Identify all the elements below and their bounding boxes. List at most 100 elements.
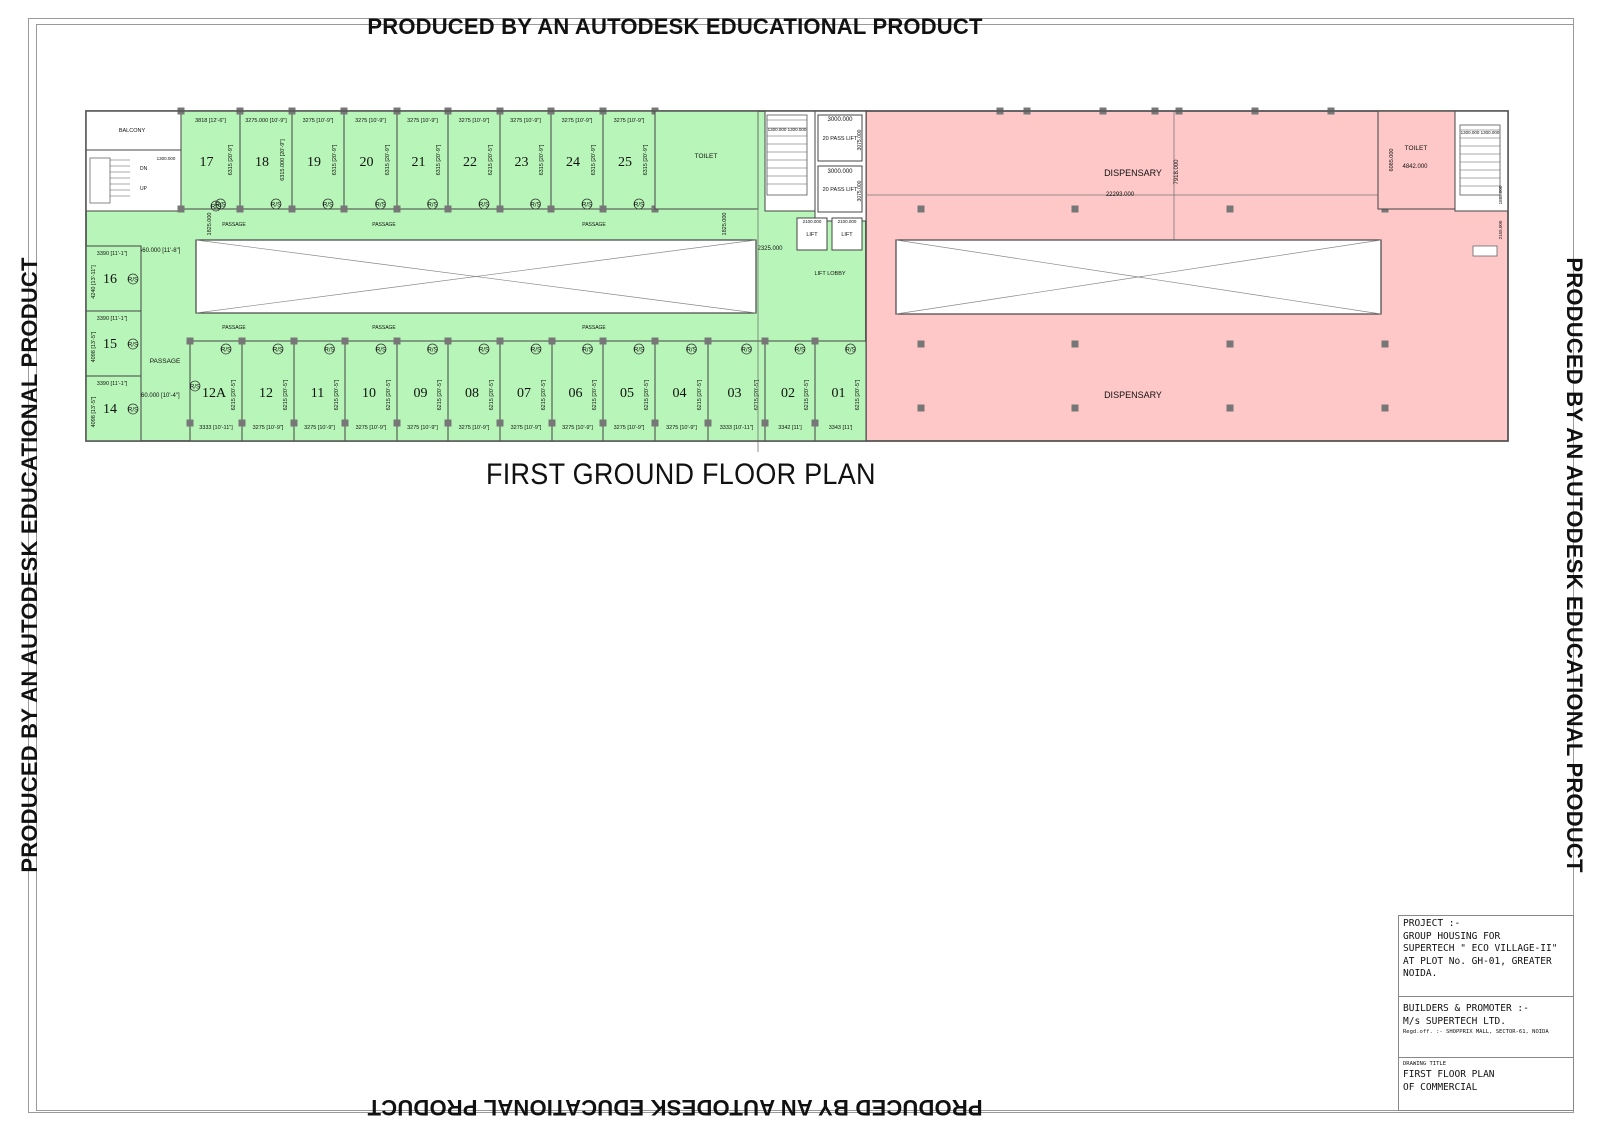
shop-width-dim: 3333 [10'-11"] <box>199 425 233 431</box>
column <box>236 205 244 213</box>
rs-marker <box>582 343 593 355</box>
passage-dim: 3560.000 [11'-8"] <box>136 248 181 254</box>
rs-label: R/S <box>215 203 225 209</box>
column <box>393 419 401 427</box>
rs-marker <box>127 273 139 285</box>
shop-number: 09 <box>414 386 428 401</box>
column <box>917 205 925 213</box>
dispensary-dim: 7918.000 <box>1174 159 1180 185</box>
shop-width-dim: 3275 [10'-9"] <box>510 118 541 124</box>
shop-number: 12A <box>202 386 227 401</box>
shop-depth-dim: 6215 [20'-5"] <box>283 379 289 410</box>
rs-marker <box>270 198 282 210</box>
shop-number: 23 <box>515 155 529 170</box>
stair-dim: 1300.000 <box>157 156 176 161</box>
shop-width-dim: 3275 [10'-9"] <box>304 425 335 431</box>
rs-label: R/S <box>273 348 283 354</box>
shop-bottom <box>764 340 816 442</box>
rs-label: R/S <box>211 205 221 211</box>
column <box>444 205 452 213</box>
rs-label: R/S <box>128 278 138 284</box>
column <box>599 337 607 345</box>
shop-depth-dim: 6215 [20'-5"] <box>697 379 703 410</box>
toilet-right-label: TOILET <box>1405 145 1428 152</box>
rs-marker <box>686 343 697 355</box>
shop-width-dim: 3275 [10'-9"] <box>356 425 387 431</box>
title-block-project: PROJECT :- GROUP HOUSING FOR SUPERTECH "… <box>1399 916 1573 997</box>
pass-lift-1 <box>817 114 863 162</box>
lobby-dim: 2325.000 <box>757 246 783 252</box>
pass-lift-2 <box>817 165 863 213</box>
drawing-title-label: DRAWING TITLE <box>1403 1061 1447 1067</box>
shop-left <box>85 375 142 442</box>
shop-number: 20 <box>360 155 374 170</box>
shop-width-dim: 3275 [10'-9"] <box>355 118 386 124</box>
lift-dim: 3075.000 <box>857 180 863 201</box>
rs-label: R/S <box>323 203 333 209</box>
shop-width-dim: 3275 [10'-9"] <box>562 118 593 124</box>
column <box>238 337 246 345</box>
shop-number: 22 <box>463 155 477 170</box>
drawing-title-line: OF COMMERCIAL <box>1403 1081 1478 1093</box>
rs-marker <box>427 343 438 355</box>
shop-depth-dim: 6215 [20'-5"] <box>592 379 598 410</box>
rs-label: R/S <box>190 385 200 391</box>
column <box>444 337 452 345</box>
rs-marker <box>530 343 542 355</box>
shop-top <box>396 110 449 210</box>
shop-width-dim: 3275 [10'-9"] <box>253 425 284 431</box>
rs-marker <box>478 198 490 210</box>
column <box>548 337 556 345</box>
column <box>177 205 185 213</box>
shop-top <box>447 110 501 210</box>
rs-marker <box>794 343 806 355</box>
column <box>1071 340 1079 348</box>
lift-label: LIFT <box>841 232 853 238</box>
shop-bottom <box>293 340 346 442</box>
builder-name: M/s SUPERTECH LTD. <box>1403 1015 1506 1027</box>
shop-width-dim: 3275.000 [10'-9"] <box>245 118 287 124</box>
rs-label: R/S <box>634 348 644 354</box>
passage-label: PASSAGE <box>372 325 396 331</box>
builder-label: BUILDERS & PROMOTER :- <box>1403 1003 1529 1014</box>
shop-depth-dim: 6215 [20'-5"] <box>386 379 392 410</box>
column <box>761 337 769 345</box>
project-line: SUPERTECH " ECO VILLAGE-II" <box>1403 943 1558 954</box>
column <box>186 419 194 427</box>
shop-width-dim: 3275 [10'-9"] <box>666 425 697 431</box>
rs-label: R/S <box>479 203 489 209</box>
column <box>496 337 504 345</box>
shop-width-dim: 3343 [11'] <box>829 425 853 431</box>
shop-width-dim: 3390 [11'-1"] <box>97 381 128 387</box>
shop-bottom <box>189 340 243 442</box>
shop-depth-dim: 6215 [20'-5"] <box>754 379 760 410</box>
shop-top <box>291 110 345 210</box>
lift-label: LIFT <box>806 232 818 238</box>
void-cross <box>895 239 1382 315</box>
shop-bottom <box>396 340 449 442</box>
shop-width-dim: 3390 [11'-1"] <box>97 316 128 322</box>
rs-label: R/S <box>376 348 386 354</box>
shop-depth-dim: 4098 [13'-5"] <box>91 331 97 362</box>
passage-dim: 1825.000 <box>207 213 213 236</box>
drawing-title-line: FIRST FLOOR PLAN <box>1403 1069 1495 1080</box>
rs-label: R/S <box>634 203 644 209</box>
shop-depth-dim: 6315 [20'-9"] <box>643 144 649 175</box>
shop-top <box>499 110 552 210</box>
shop-number: 11 <box>311 386 324 401</box>
shop-depth-dim: 6215 [20'-5"] <box>488 144 494 175</box>
shop-number: 14 <box>103 402 117 417</box>
column <box>393 205 401 213</box>
rs-label: R/S <box>795 348 805 354</box>
rs-label: R/S <box>271 203 281 209</box>
rs-marker <box>189 380 201 392</box>
shop-bottom <box>241 340 295 442</box>
rs-marker <box>581 198 593 210</box>
rs-marker <box>478 343 490 355</box>
project-label: PROJECT :- <box>1403 918 1461 929</box>
shop-width-dim: 3333 [10'-11"] <box>720 425 754 431</box>
toilet-left-label: TOILET <box>695 153 718 160</box>
shop-width-dim: 3275 [10'-9"] <box>303 118 334 124</box>
lift-dim: 3000.000 <box>827 117 853 123</box>
shop-width-dim: 3390 [11'-1"] <box>97 251 128 257</box>
